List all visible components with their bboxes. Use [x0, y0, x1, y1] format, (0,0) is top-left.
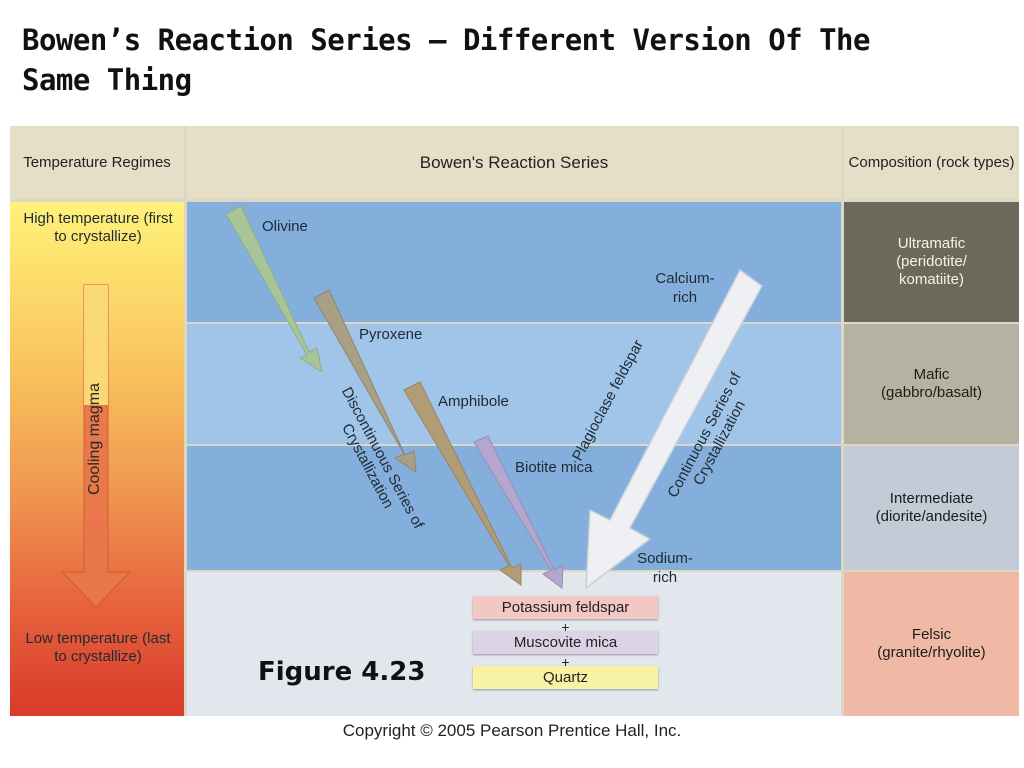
high-temperature-label: High temperature (first to crystallize) [23, 210, 173, 245]
slide-title: Bowen’s Reaction Series – Different Vers… [22, 23, 870, 97]
figure-label: Figure 4.23 [258, 657, 426, 687]
plus-sign: + [561, 654, 570, 670]
biotite-arrow [473, 435, 564, 589]
composition-name: Felsic [911, 626, 952, 643]
composition-felsic: Felsic (granite/rhyolite) [844, 572, 1019, 716]
composition-name: Mafic [913, 366, 950, 383]
header-composition: Composition (rock types) [844, 126, 1019, 199]
cooling-magma-arrow-highlight [84, 285, 108, 405]
pyroxene-arrow [313, 289, 417, 473]
amphibole-label: Amphibole [438, 393, 509, 410]
biotite-label: Biotite mica [515, 459, 593, 476]
composition-detail: (gabbro/basalt) [881, 384, 982, 401]
band-mafic [187, 324, 841, 444]
composition-detail: (peridotite/ komatiite) [896, 253, 967, 288]
calcium-rich-label: Calcium-rich [655, 270, 715, 306]
low-temperature-label: Low temperature (last to crystallize) [25, 630, 171, 665]
composition-intermediate: Intermediate (diorite/andesite) [844, 446, 1019, 570]
potassium-feldspar-box: Potassium feldspar [473, 596, 658, 619]
composition-mafic: Mafic (gabbro/basalt) [844, 324, 1019, 444]
composition-detail: (diorite/andesite) [875, 508, 988, 525]
header-temperature: Temperature Regimes [10, 126, 184, 199]
plagioclase-arrow [585, 268, 763, 590]
olivine-arrow [225, 205, 323, 374]
copyright-notice: Copyright © 2005 Pearson Prentice Hall, … [342, 721, 682, 740]
plus-sign: + [561, 619, 570, 635]
amphibole-arrow [403, 381, 522, 586]
pyroxene-label: Pyroxene [359, 326, 423, 343]
composition-name: Ultramafic [897, 235, 966, 252]
cooling-magma-label: Cooling magma [86, 382, 103, 496]
sodium-rich-label: Sodium-rich [637, 550, 693, 586]
composition-name: Intermediate [889, 490, 974, 507]
quartz-box: Quartz [473, 666, 658, 689]
header-series: Bowen's Reaction Series [187, 126, 841, 199]
composition-ultramafic: Ultramafic (peridotite/ komatiite) [844, 202, 1019, 322]
composition-detail: (granite/rhyolite) [877, 644, 986, 661]
olivine-label: Olivine [262, 218, 308, 235]
muscovite-mica-box: Muscovite mica [473, 631, 658, 654]
